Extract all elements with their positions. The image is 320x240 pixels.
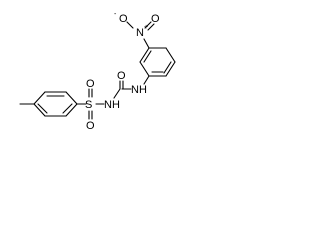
sulfonyl-oxygen-bottom-label: O [86, 120, 95, 132]
structure-diagram: S O O NH O NH N + O O - [19, 11, 176, 132]
sulfonyl-oxygen-top-label: O [86, 78, 95, 90]
ring-double-bond [62, 103, 73, 114]
ring-bond [165, 47, 176, 63]
nh-ring-bond [143, 75, 150, 85]
ring-bond [139, 61, 150, 77]
sulfonyl-oxygens-bonds [88, 88, 93, 120]
ring-double-bond [37, 103, 48, 114]
nitro-oxygen-right-label: O [151, 13, 160, 25]
ring-bond [165, 61, 176, 77]
nitro-nitrogen-label: N [136, 27, 144, 39]
nitro-plus-charge: + [144, 24, 148, 31]
n-o-right-bond [147, 23, 155, 31]
n-o-left-bond [126, 21, 134, 29]
ring-bond [139, 47, 150, 63]
ring-bond [65, 103, 78, 117]
n-o-right-bond [144, 21, 152, 29]
sulfur-label: S [85, 99, 92, 111]
sulfonamide-nh-label: NH [104, 99, 120, 111]
ring-double-bond [143, 50, 152, 63]
nitrophenyl-ring [139, 47, 176, 77]
nh-c-bond [113, 88, 121, 99]
ring-nitro-bond [143, 38, 150, 49]
ring-bond [33, 91, 46, 105]
carbonyl-oxygen-label: O [117, 70, 126, 82]
nitro-oxygen-left-label: O [119, 13, 128, 25]
nitro-minus-charge: - [114, 11, 117, 18]
ring-bond [65, 91, 78, 105]
toluene-ring [19, 91, 78, 117]
anilide-nh-label: NH [131, 84, 147, 96]
ring-bond [33, 103, 46, 117]
ring-double-bond [163, 61, 172, 74]
